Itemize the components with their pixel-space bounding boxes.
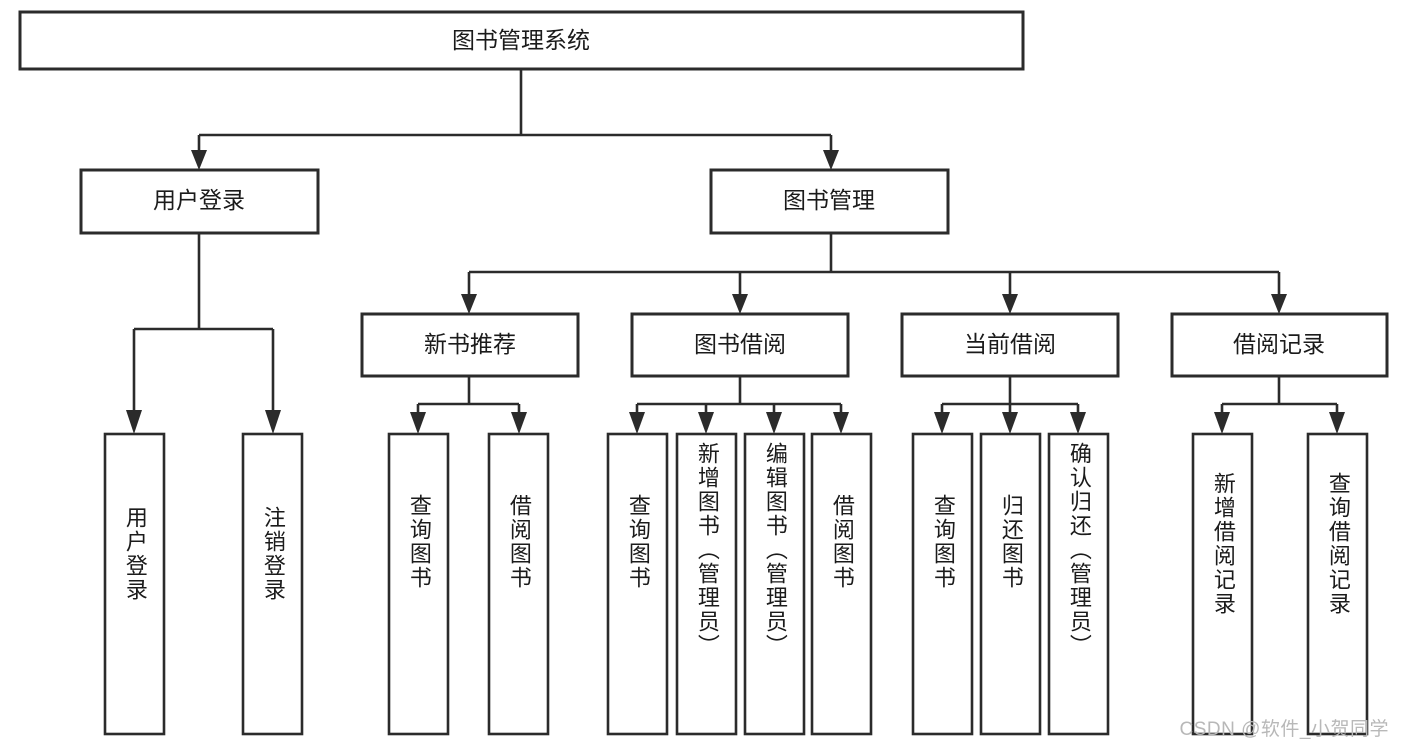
node-box[interactable] bbox=[630, 312, 850, 378]
node-user-login[interactable]: 用户登录 bbox=[79, 168, 320, 235]
csdn-watermark: CSDN @软件_小贺同学 bbox=[1179, 719, 1389, 740]
leaf-box-edit-book[interactable] bbox=[743, 432, 806, 736]
node-label: 新书推荐 bbox=[424, 331, 516, 357]
connector-layer bbox=[126, 69, 1345, 434]
node-box[interactable] bbox=[709, 168, 950, 235]
leaf-box-query-record[interactable] bbox=[1306, 432, 1369, 736]
node-current-borrow[interactable]: 当前借阅 bbox=[900, 312, 1120, 378]
node-label: 图书管理系统 bbox=[452, 27, 590, 53]
arrow-root-to-user-login bbox=[191, 150, 207, 170]
arrow-to-leaf-add-record bbox=[1214, 412, 1230, 434]
node-box[interactable] bbox=[360, 312, 580, 378]
arrow-to-leaf-borrow-book-1 bbox=[511, 412, 527, 434]
arrow-to-leaf-add-book bbox=[698, 412, 714, 434]
node-borrow-record[interactable]: 借阅记录 bbox=[1170, 312, 1389, 378]
leaf-box-return-book[interactable] bbox=[979, 432, 1042, 736]
node-new-book-recommend[interactable]: 新书推荐 bbox=[360, 312, 580, 378]
leaf-box-layer bbox=[103, 432, 1369, 736]
node-box[interactable] bbox=[1170, 312, 1389, 378]
arrow-to-book-borrow bbox=[732, 294, 748, 314]
leaf-box-user-login[interactable] bbox=[103, 432, 166, 736]
node-label: 用户登录 bbox=[153, 187, 245, 213]
leaf-box-query-book-2[interactable] bbox=[606, 432, 669, 736]
node-label: 图书借阅 bbox=[694, 331, 786, 357]
leaf-box-user-logout[interactable] bbox=[241, 432, 304, 736]
leaf-box-borrow-book-1[interactable] bbox=[487, 432, 550, 736]
node-book-management[interactable]: 图书管理 bbox=[709, 168, 950, 235]
leaf-box-query-book-1[interactable] bbox=[387, 432, 450, 736]
node-label: 借阅记录 bbox=[1233, 331, 1325, 357]
node-box[interactable] bbox=[18, 10, 1025, 71]
arrow-to-current-borrow bbox=[1002, 294, 1018, 314]
arrow-to-borrow-record bbox=[1271, 294, 1287, 314]
node-book-borrow[interactable]: 图书借阅 bbox=[630, 312, 850, 378]
arrow-to-leaf-return-book bbox=[1002, 412, 1018, 434]
node-box[interactable] bbox=[900, 312, 1120, 378]
arrow-to-new-book-recommend bbox=[461, 294, 477, 314]
arrow-to-leaf-user-login bbox=[126, 410, 142, 434]
node-box[interactable] bbox=[79, 168, 320, 235]
arrow-to-leaf-query-book-1 bbox=[410, 412, 426, 434]
arrow-to-leaf-query-book-3 bbox=[934, 412, 950, 434]
node-book-management-system[interactable]: 图书管理系统 bbox=[18, 10, 1025, 71]
leaf-box-add-record[interactable] bbox=[1191, 432, 1254, 736]
leaf-box-add-book[interactable] bbox=[675, 432, 738, 736]
leaf-box-confirm-return[interactable] bbox=[1047, 432, 1110, 736]
arrow-to-leaf-query-record bbox=[1329, 412, 1345, 434]
arrow-to-leaf-edit-book bbox=[766, 412, 782, 434]
leaf-box-query-book-3[interactable] bbox=[911, 432, 974, 736]
arrow-to-leaf-borrow-book-2 bbox=[833, 412, 849, 434]
arrow-root-to-book-management bbox=[823, 150, 839, 170]
arrow-to-leaf-confirm-return bbox=[1070, 412, 1086, 434]
arrow-to-leaf-user-logout bbox=[265, 410, 281, 434]
leaf-box-borrow-book-2[interactable] bbox=[810, 432, 873, 736]
arrow-to-leaf-query-book-2 bbox=[629, 412, 645, 434]
node-label: 当前借阅 bbox=[964, 331, 1056, 357]
node-label: 图书管理 bbox=[783, 187, 875, 213]
